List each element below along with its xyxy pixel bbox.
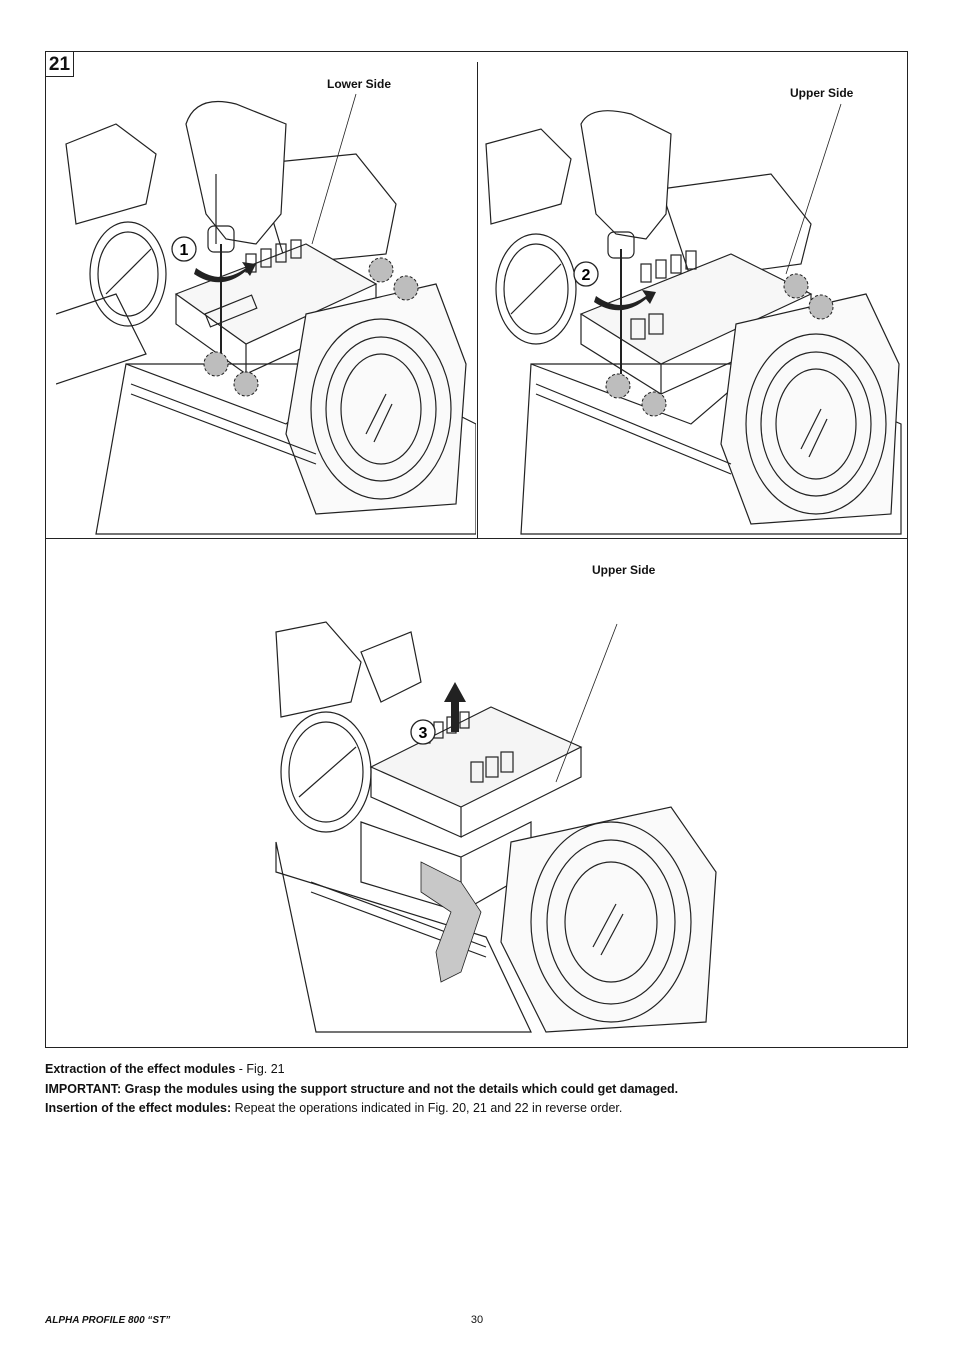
screw-icon: [203, 257, 419, 397]
fixture-illustration-3: 3: [275, 621, 717, 1033]
screw-icon: [605, 273, 834, 417]
caption-line-2: IMPORTANT: Grasp the modules using the s…: [45, 1080, 905, 1100]
fixture-illustration-1: 1: [56, 93, 476, 535]
caption-heading: Extraction of the effect modules: [45, 1062, 236, 1076]
panel-step-3: 3 Upper Side: [271, 552, 741, 1042]
figure-frame: 21: [45, 51, 908, 1048]
caption-important: IMPORTANT: Grasp the modules using the s…: [45, 1081, 679, 1096]
page-number: 30: [470, 1314, 484, 1326]
caption-figure-ref: - Fig. 21: [235, 1062, 285, 1076]
panel-step-1: 1 Lower Side: [56, 64, 476, 536]
footer-product-title: ALPHA PROFILE 800 “ST”: [45, 1315, 171, 1326]
callout-label: Upper Side: [790, 86, 854, 100]
step-number: 1: [180, 242, 189, 259]
caption-line-1: Extraction of the effect modules - Fig. …: [45, 1060, 905, 1080]
fixture-illustration-2: 2: [485, 103, 902, 535]
caption-line-3: Insertion of the effect modules: Repeat …: [45, 1099, 905, 1119]
step-number: 3: [419, 725, 428, 742]
callout-label: Lower Side: [327, 77, 392, 91]
figure-caption: Extraction of the effect modules - Fig. …: [45, 1060, 905, 1119]
step-number: 2: [582, 267, 591, 284]
rotate-arrow-icon: [194, 262, 256, 283]
figure-number: 21: [46, 52, 74, 77]
panel-divider-vertical: [477, 62, 478, 538]
panel-divider-horizontal: [46, 538, 907, 539]
rotate-arrow-icon: [594, 290, 656, 311]
caption-insertion-heading: Insertion of the effect modules:: [45, 1101, 232, 1115]
caption-insertion-text: Repeat the operations indicated in Fig. …: [231, 1101, 623, 1115]
callout-label: Upper Side: [592, 563, 656, 577]
support-highlight: [420, 861, 482, 983]
lift-arrow-icon: [444, 682, 466, 732]
panel-step-2: 2 Upper Side: [481, 64, 906, 536]
